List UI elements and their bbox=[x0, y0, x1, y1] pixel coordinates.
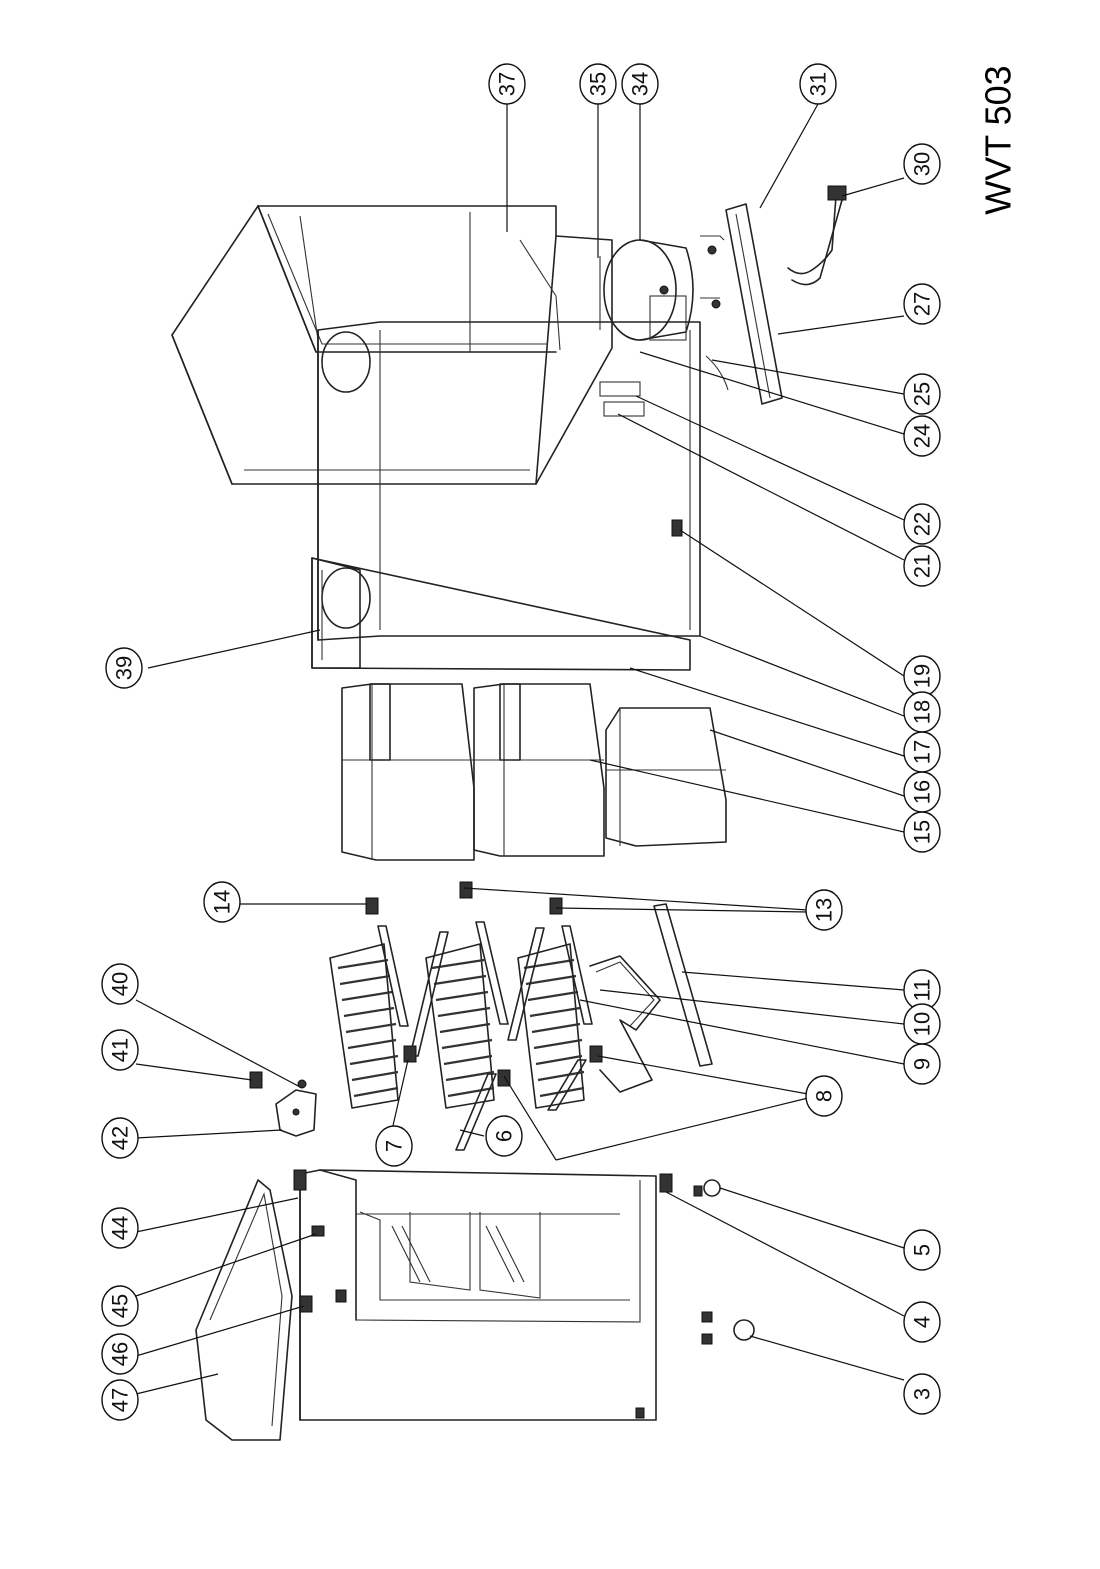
callout-16: 16 bbox=[903, 771, 941, 813]
callout-45: 45 bbox=[101, 1285, 139, 1327]
callout-25: 25 bbox=[903, 373, 941, 415]
callout-6: 6 bbox=[485, 1115, 523, 1157]
svg-text:39: 39 bbox=[112, 656, 137, 680]
callout-47: 47 bbox=[101, 1379, 139, 1421]
hinges-feet bbox=[293, 1169, 755, 1419]
outer-cabinet bbox=[299, 1169, 657, 1421]
callout-7: 7 bbox=[375, 1125, 413, 1167]
svg-text:10: 10 bbox=[910, 1012, 935, 1036]
svg-text:25: 25 bbox=[910, 382, 935, 406]
callout-21: 21 bbox=[903, 545, 941, 587]
evaporator-shelf-3 bbox=[517, 943, 585, 1109]
door-gasket bbox=[311, 557, 691, 671]
callout-39: 39 bbox=[105, 647, 143, 689]
callout-8: 8 bbox=[805, 1075, 843, 1117]
svg-text:22: 22 bbox=[910, 512, 935, 536]
callout-42: 42 bbox=[101, 1117, 139, 1159]
leader-lines bbox=[135, 103, 905, 1395]
callout-19: 19 bbox=[903, 655, 941, 697]
compressor-assembly bbox=[599, 239, 694, 417]
svg-text:15: 15 bbox=[910, 820, 935, 844]
callout-41: 41 bbox=[101, 1029, 139, 1071]
brackets bbox=[365, 881, 603, 1087]
svg-text:24: 24 bbox=[910, 424, 935, 448]
callout-27: 27 bbox=[903, 283, 941, 325]
svg-text:8: 8 bbox=[812, 1090, 837, 1102]
svg-text:19: 19 bbox=[910, 664, 935, 688]
callout-44: 44 bbox=[101, 1207, 139, 1249]
callout-9: 9 bbox=[903, 1043, 941, 1085]
thermostat-box bbox=[249, 1071, 317, 1137]
door bbox=[317, 321, 701, 641]
svg-text:16: 16 bbox=[910, 780, 935, 804]
svg-text:34: 34 bbox=[628, 72, 653, 96]
evaporator-shelf-2 bbox=[425, 943, 495, 1109]
callout-10: 10 bbox=[903, 1003, 941, 1045]
shelf-rails bbox=[377, 921, 593, 1151]
callout-22: 22 bbox=[903, 503, 941, 545]
callout-3: 3 bbox=[903, 1373, 941, 1415]
svg-text:3: 3 bbox=[910, 1388, 935, 1400]
svg-text:31: 31 bbox=[806, 72, 831, 96]
inner-door-panel bbox=[195, 1179, 293, 1441]
svg-text:45: 45 bbox=[108, 1294, 133, 1318]
cabinet-shell bbox=[171, 205, 613, 485]
callout-31: 31 bbox=[799, 63, 837, 105]
evaporator-shelf-1 bbox=[329, 943, 399, 1109]
svg-text:18: 18 bbox=[910, 700, 935, 724]
callout-35: 35 bbox=[579, 63, 617, 105]
callout-4: 4 bbox=[903, 1301, 941, 1343]
svg-text:42: 42 bbox=[108, 1126, 133, 1150]
callout-24: 24 bbox=[903, 415, 941, 457]
svg-text:13: 13 bbox=[812, 898, 837, 922]
svg-text:44: 44 bbox=[108, 1216, 133, 1240]
svg-text:47: 47 bbox=[108, 1388, 133, 1412]
callout-18: 18 bbox=[903, 691, 941, 733]
wire-basket bbox=[589, 955, 661, 1093]
svg-text:9: 9 bbox=[910, 1058, 935, 1070]
svg-text:5: 5 bbox=[910, 1244, 935, 1256]
callout-13: 13 bbox=[805, 889, 843, 931]
callout-17: 17 bbox=[903, 731, 941, 773]
svg-text:37: 37 bbox=[495, 72, 520, 96]
drawer-middle bbox=[473, 683, 605, 857]
callout-5: 5 bbox=[903, 1229, 941, 1271]
front-trim-strip bbox=[653, 903, 713, 1067]
callout-15: 15 bbox=[903, 811, 941, 853]
drain-tube bbox=[705, 355, 729, 391]
callout-30: 30 bbox=[903, 143, 941, 185]
svg-text:40: 40 bbox=[108, 972, 133, 996]
svg-text:17: 17 bbox=[910, 740, 935, 764]
svg-text:30: 30 bbox=[910, 152, 935, 176]
callout-40: 40 bbox=[101, 963, 139, 1005]
callout-34: 34 bbox=[621, 63, 659, 105]
svg-text:6: 6 bbox=[492, 1130, 517, 1142]
callout-37: 37 bbox=[488, 63, 526, 105]
svg-text:7: 7 bbox=[382, 1140, 407, 1152]
callout-46: 46 bbox=[101, 1333, 139, 1375]
svg-text:41: 41 bbox=[108, 1038, 133, 1062]
svg-text:35: 35 bbox=[586, 72, 611, 96]
drawer-bottom bbox=[605, 707, 727, 847]
svg-text:46: 46 bbox=[108, 1342, 133, 1366]
svg-text:27: 27 bbox=[910, 292, 935, 316]
svg-text:14: 14 bbox=[210, 890, 235, 914]
base-plate bbox=[700, 203, 783, 405]
svg-text:11: 11 bbox=[910, 979, 935, 1002]
drawer-top bbox=[341, 683, 475, 861]
power-cord bbox=[787, 185, 847, 286]
svg-text:21: 21 bbox=[910, 554, 935, 578]
model-label: WVT 503 bbox=[978, 65, 1019, 214]
svg-text:4: 4 bbox=[910, 1316, 935, 1328]
callout-14: 14 bbox=[203, 881, 241, 923]
